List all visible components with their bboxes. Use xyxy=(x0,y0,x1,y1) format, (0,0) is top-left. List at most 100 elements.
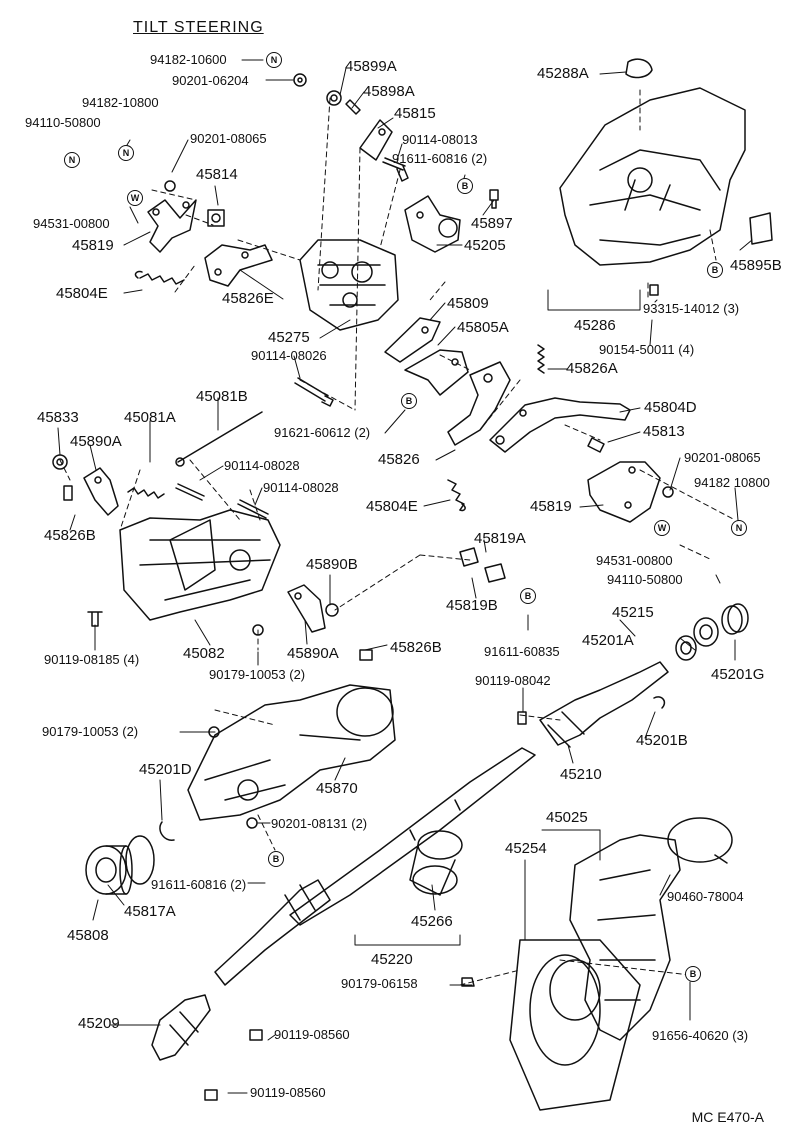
small-nut-45899A xyxy=(326,90,342,106)
label-45254: 45254 xyxy=(505,840,547,857)
bracket-45082 xyxy=(119,509,281,621)
yoke-45210 xyxy=(539,661,669,748)
bolt-90114-08026 xyxy=(294,377,334,407)
label-45220: 45220 xyxy=(371,951,413,968)
nut-45890B xyxy=(325,603,339,617)
label-45266: 45266 xyxy=(411,913,453,930)
label-45819: 45819 xyxy=(72,237,114,254)
label-45804D: 45804D xyxy=(644,399,697,416)
pin-45826B-upper xyxy=(63,485,73,501)
lever-45890A-lower xyxy=(287,584,326,633)
nut-45833 xyxy=(52,454,68,470)
label-45895B: 45895B xyxy=(730,257,782,274)
label-45809: 45809 xyxy=(447,295,489,312)
label-45814: 45814 xyxy=(196,166,238,183)
label-90201-08131: 90201-08131 (2) xyxy=(271,816,368,831)
label-90201-08065: 90201-08065 xyxy=(190,131,267,146)
badge-b-5: B xyxy=(268,851,284,867)
label-45826: 45826 xyxy=(378,451,420,468)
label-94182-10800: 94182-10800 xyxy=(82,95,159,110)
dashed-assembly-lines xyxy=(59,89,736,986)
upper-column-45286 xyxy=(559,87,746,266)
label-45826B-lower: 45826B xyxy=(390,639,442,656)
label-45205: 45205 xyxy=(464,237,506,254)
spring-45081A xyxy=(127,487,165,499)
label-90114-08013: 90114-08013 xyxy=(402,132,478,147)
seal-45215 xyxy=(693,617,719,647)
bushing-45266 xyxy=(409,830,463,896)
label-45081B: 45081B xyxy=(196,388,248,405)
label-45804E-lower: 45804E xyxy=(366,498,418,515)
bracket-45205 xyxy=(404,195,461,253)
label-45826B-upper: 45826B xyxy=(44,527,96,544)
label-90119-08185: 90119-08185 (4) xyxy=(44,652,140,667)
label-94110-50800: 94110-50800 xyxy=(25,115,101,130)
label-91611-60816-lower: 91611-60816 (2) xyxy=(151,877,247,892)
bolt-90119-08042 xyxy=(517,711,527,725)
nut-90179-06158 xyxy=(461,977,475,987)
housing-45870 xyxy=(187,684,396,821)
bolt-90114-08028-a xyxy=(175,483,205,501)
label-45819-right: 45819 xyxy=(530,498,572,515)
label-94110-50800-right: 94110-50800 xyxy=(607,572,683,587)
washer-90201-08131 xyxy=(246,817,258,829)
pin-45813 xyxy=(587,437,605,453)
bolt-90114-08013 xyxy=(382,157,409,182)
label-45081A: 45081A xyxy=(124,409,176,426)
lever-45826E xyxy=(204,244,273,287)
bolt-90119-08560-a xyxy=(249,1029,263,1041)
screw-45897 xyxy=(489,189,499,209)
label-90201-06204: 90201-06204 xyxy=(172,73,249,88)
badge-n-4: N xyxy=(64,152,80,168)
label-91611-60816: 91611-60816 (2) xyxy=(392,151,488,166)
badge-b-4: B xyxy=(520,588,536,604)
drawing-code: MC E470-A xyxy=(691,1109,764,1125)
label-45286: 45286 xyxy=(574,317,616,334)
label-45808: 45808 xyxy=(67,927,109,944)
lower-shaft-45220 xyxy=(214,879,331,986)
screw-93315-14012 xyxy=(649,284,659,296)
label-45201G: 45201G xyxy=(711,666,765,683)
nut-90179-10053-a xyxy=(252,624,264,636)
label-45833: 45833 xyxy=(37,409,79,426)
lever-45826 xyxy=(447,361,511,446)
plate-45895B xyxy=(749,212,773,245)
label-45826A: 45826A xyxy=(566,360,618,377)
label-45898A: 45898A xyxy=(363,83,415,100)
label-91621-60612: 91621-60612 (2) xyxy=(274,425,371,440)
bolt-90119-08185 xyxy=(87,611,103,627)
badge-n-2: N xyxy=(118,145,134,161)
badge-b-1: B xyxy=(457,178,473,194)
label-91611-60835: 91611-60835 xyxy=(484,644,560,659)
badge-b-2: B xyxy=(707,262,723,278)
pin-45826B-lower xyxy=(359,649,373,661)
label-45819A: 45819A xyxy=(474,530,526,547)
badge-n-1: N xyxy=(266,52,282,68)
label-90179-10053-b: 90179-10053 (2) xyxy=(42,724,139,739)
bolt-45898A xyxy=(345,99,361,115)
label-45890A-lower: 45890A xyxy=(287,645,339,662)
label-45819B: 45819B xyxy=(446,597,498,614)
washer-90201-06204 xyxy=(293,73,307,87)
washer-right-90201-08065 xyxy=(662,486,674,498)
spring-45804E-lower xyxy=(447,479,466,512)
label-45025: 45025 xyxy=(546,809,588,826)
label-90179-06158: 90179-06158 xyxy=(341,976,418,991)
label-45082: 45082 xyxy=(183,645,225,662)
bolt-90119-08560-b xyxy=(204,1089,218,1101)
lever-45819-left xyxy=(147,199,197,253)
spring-45804E-upper xyxy=(134,270,185,285)
clamp-90460-78004 xyxy=(667,817,733,864)
bearing-45201A xyxy=(675,635,697,661)
lever-45809 xyxy=(384,317,441,363)
diagram-title: TILT STEERING xyxy=(133,19,264,36)
label-45215: 45215 xyxy=(612,604,654,621)
snap-ring-45201D xyxy=(159,821,175,841)
label-90119-08042: 90119-08042 xyxy=(475,673,551,688)
label-45201B: 45201B xyxy=(636,732,688,749)
spring-45826A xyxy=(537,344,545,374)
label-90114-08028-b: 90114-08028 xyxy=(263,480,339,495)
washer-90201-08065 xyxy=(164,180,176,192)
label-45210: 45210 xyxy=(560,766,602,783)
